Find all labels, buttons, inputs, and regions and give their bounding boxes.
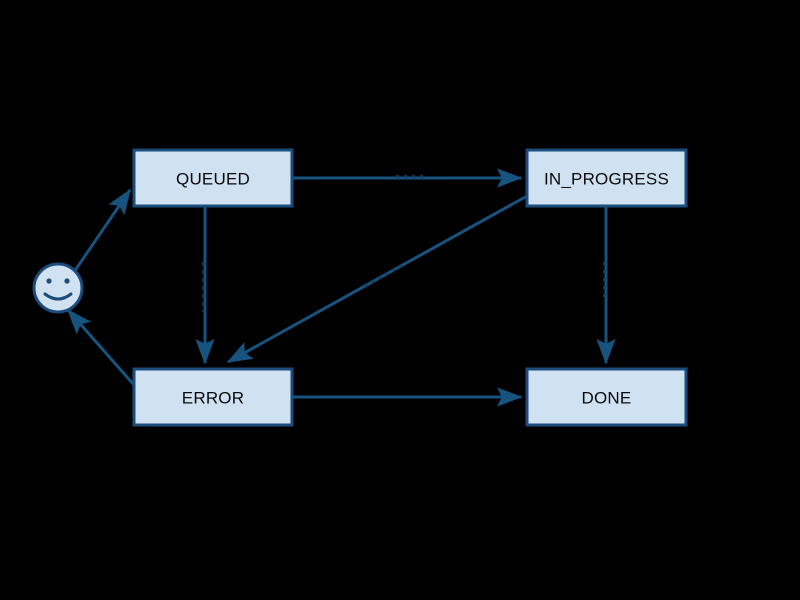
edge-start-to-queued-line <box>72 188 132 273</box>
node-queued-box <box>132 148 294 208</box>
node-done[interactable]: DONE <box>525 367 688 427</box>
edge-error-to-start-line <box>66 308 136 386</box>
node-error-label: ERROR <box>182 389 244 408</box>
node-done-label: DONE <box>582 389 632 408</box>
edge-in-progress-to-error-line <box>226 194 528 364</box>
edge-in-progress-to-error[interactable] <box>226 194 528 364</box>
node-error-box <box>132 367 294 427</box>
node-in-progress[interactable]: IN_PROGRESS <box>525 148 688 208</box>
start-state-node[interactable] <box>32 262 84 314</box>
edge-queued-to-error[interactable] <box>195 206 215 365</box>
smiley-right-eye-icon <box>64 278 70 284</box>
node-queued-label: QUEUED <box>176 170 250 189</box>
node-queued[interactable]: QUEUED <box>132 148 294 208</box>
node-in-progress-box <box>525 148 688 208</box>
edge-start-to-queued[interactable] <box>72 188 132 273</box>
node-done-box <box>525 367 688 427</box>
smiley-left-eye-icon <box>46 278 52 284</box>
node-in-progress-label: IN_PROGRESS <box>544 170 669 189</box>
smiley-mouth-icon <box>43 292 73 301</box>
edge-queued-to-in-progress[interactable] <box>292 168 523 188</box>
edge-error-to-start[interactable] <box>66 308 136 386</box>
edge-in-progress-to-done[interactable] <box>596 206 616 365</box>
smiley-face-icon <box>32 262 84 314</box>
node-error[interactable]: ERROR <box>132 367 294 427</box>
